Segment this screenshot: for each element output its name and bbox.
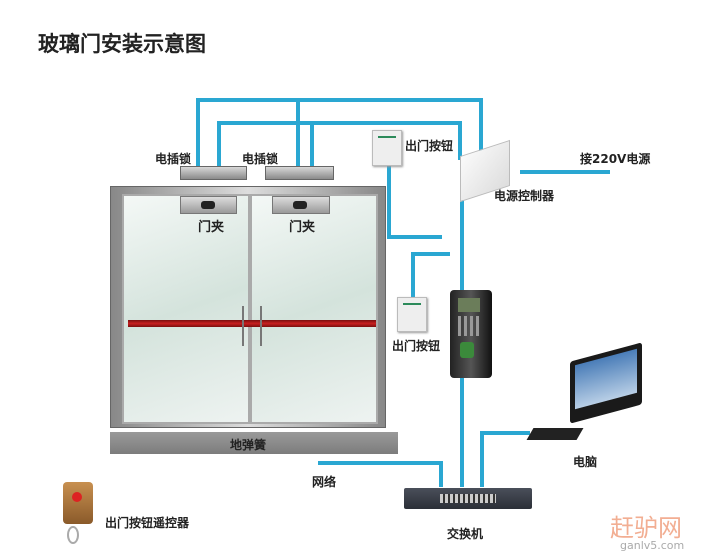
- switch-ports: [440, 494, 496, 503]
- door-clamp-2: [272, 196, 330, 214]
- wire-exit-side: [411, 252, 450, 298]
- fingerprint-sensor: [460, 342, 474, 358]
- wire-lock1b: [217, 121, 462, 168]
- exit-button-side: [397, 297, 427, 332]
- door-clamp-1: [180, 196, 237, 214]
- electric-lock-2: [265, 166, 334, 180]
- computer-label: 电脑: [573, 455, 598, 469]
- fingerprint-reader: [450, 290, 492, 378]
- wire-lock1-power: [196, 98, 483, 170]
- network-switch: [404, 488, 532, 509]
- door-handle-left: [242, 306, 244, 346]
- door-right-glass: [250, 194, 378, 424]
- floor-spring-label: 地弹簧: [230, 438, 267, 452]
- remote-button: [72, 492, 82, 502]
- wire-exit-top: [387, 165, 442, 239]
- exit-button-top: [372, 130, 402, 166]
- power-220v-label: 接220V电源: [580, 152, 651, 166]
- remote-control: [63, 482, 93, 524]
- switch-label: 交换机: [447, 527, 484, 541]
- monitor-screen: [575, 348, 637, 410]
- reader-keypad: [458, 316, 480, 336]
- electric-lock-1: [180, 166, 247, 180]
- watermark-logo: 赶驴网: [610, 514, 682, 542]
- lock-2-label: 电插锁: [242, 152, 279, 166]
- exit-button-side-label: 出门按钮: [392, 339, 441, 353]
- clamp-2-label: 门夹: [289, 220, 316, 235]
- remote-label: 出门按钮遥控器: [105, 516, 190, 530]
- door-left-glass: [122, 194, 250, 424]
- power-controller-label: 电源控制器: [494, 189, 555, 203]
- diagram-title: 玻璃门安装示意图: [38, 32, 206, 56]
- clamp-1-label: 门夹: [198, 220, 225, 235]
- keyboard: [526, 428, 584, 440]
- lock-1-label: 电插锁: [155, 152, 192, 166]
- network-label: 网络: [312, 475, 337, 489]
- floor-spring-bar: [110, 432, 398, 454]
- push-bar: [128, 320, 376, 327]
- wire-network: [318, 461, 443, 487]
- watermark-url: ganlv5.com: [620, 539, 685, 552]
- door-handle-right: [260, 306, 262, 346]
- reader-screen: [458, 298, 480, 312]
- exit-button-top-label: 出门按钮: [405, 139, 454, 153]
- key-ring: [67, 526, 79, 544]
- wire-computer: [480, 431, 530, 487]
